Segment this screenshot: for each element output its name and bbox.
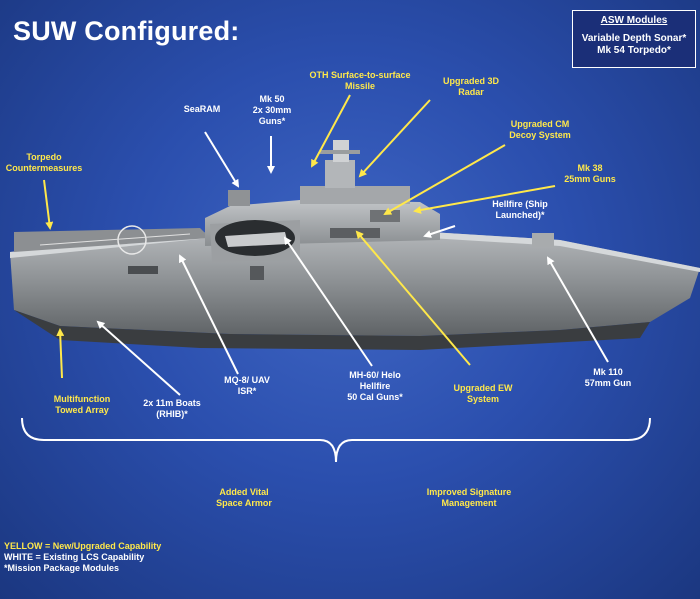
label-cm-decoy: Upgraded CM Decoy System xyxy=(509,119,571,140)
label-oth-missile: OTH Surface-to-surface Missile xyxy=(309,70,411,91)
legend: YELLOW = New/Upgraded Capability WHITE =… xyxy=(4,541,161,574)
asw-modules-box: ASW Modules Variable Depth Sonar* Mk 54 … xyxy=(572,10,696,68)
legend-mission: *Mission Package Modules xyxy=(4,563,120,573)
label-hellfire: Hellfire (Ship Launched)* xyxy=(492,199,548,220)
label-mk50: Mk 50 2x 30mm Guns* xyxy=(252,94,292,126)
label-upgraded-ew: Upgraded EW System xyxy=(453,383,513,404)
label-space-armor: Added Vital Space Armor xyxy=(216,487,272,508)
label-uav: MQ-8/ UAV ISR* xyxy=(224,375,270,396)
label-upgraded-radar: Upgraded 3D Radar xyxy=(442,76,499,97)
label-signature-management: Improved Signature Management xyxy=(426,487,512,508)
label-searam: SeaRAM xyxy=(183,104,221,114)
legend-yellow: YELLOW = New/Upgraded Capability xyxy=(4,541,162,551)
page-title: SUW Configured: xyxy=(13,16,240,46)
white-arrows xyxy=(96,131,609,396)
label-rhib-boats: 2x 11m Boats (RHIB)* xyxy=(143,398,201,419)
ship-hull xyxy=(10,225,700,350)
label-mk110: Mk 110 57mm Gun xyxy=(584,367,632,388)
label-torpedo-countermeasures: Torpedo Countermeasures xyxy=(5,152,83,173)
yellow-arrows xyxy=(43,94,556,379)
asw-module-sonar: Variable Depth Sonar* xyxy=(581,33,687,44)
legend-white: WHITE = Existing LCS Capability xyxy=(4,552,145,562)
label-towed-array: Multifunction Towed Array xyxy=(53,394,111,415)
label-mh60-helo: MH-60/ Helo Hellfire 50 Cal Guns* xyxy=(347,370,403,402)
ship-superstructure xyxy=(128,140,554,280)
bracket xyxy=(21,417,651,463)
asw-modules-heading: ASW Modules xyxy=(600,15,668,26)
label-mk38: Mk 38 25mm Guns xyxy=(564,163,616,184)
asw-module-torpedo: Mk 54 Torpedo* xyxy=(597,45,671,56)
